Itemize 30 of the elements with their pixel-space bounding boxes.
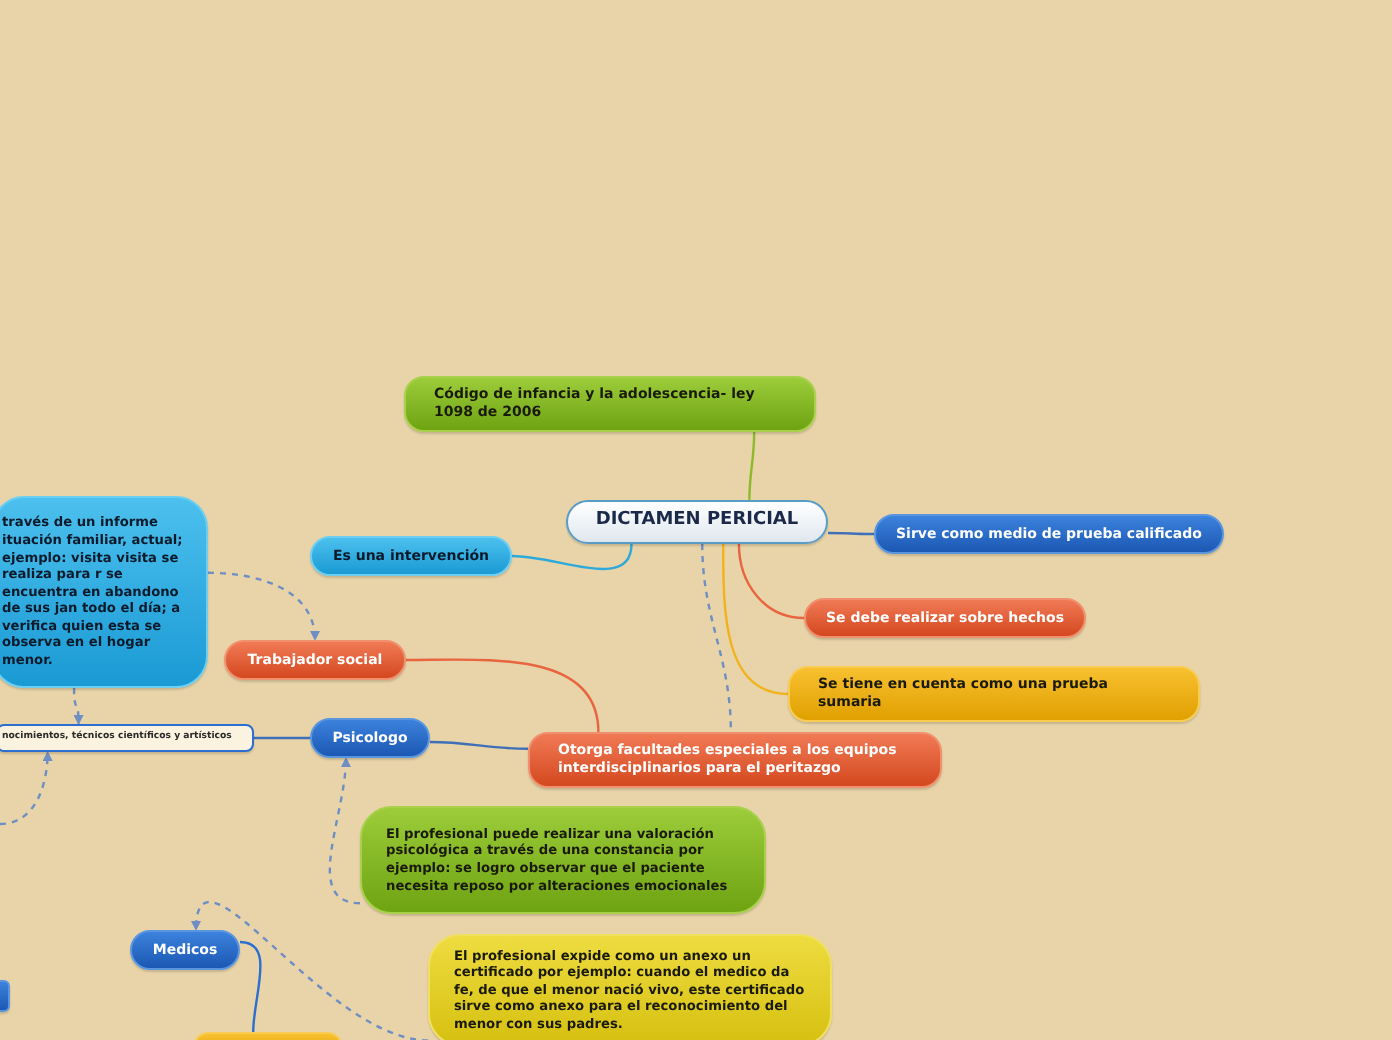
connector-line xyxy=(254,736,310,740)
topic-box xyxy=(804,598,1086,638)
arrow xyxy=(192,901,429,1040)
topic-box xyxy=(528,732,942,788)
topic-box xyxy=(310,536,512,576)
arrow xyxy=(328,757,361,905)
connector-line xyxy=(701,543,733,733)
central-topic xyxy=(566,500,828,544)
topic-box xyxy=(130,930,240,970)
topic-box xyxy=(874,514,1224,554)
connector-line xyxy=(737,543,805,620)
connector-line xyxy=(430,740,528,750)
connector-line xyxy=(828,531,874,536)
arrow xyxy=(0,751,53,826)
topic-box xyxy=(404,376,816,432)
connector-line xyxy=(406,658,600,733)
connector-line xyxy=(722,544,789,696)
connector-line xyxy=(239,940,262,1033)
topic-box xyxy=(788,666,1200,722)
topic-box xyxy=(310,718,430,758)
arrow xyxy=(207,571,320,641)
topic-box xyxy=(360,806,766,914)
connector-line xyxy=(511,543,633,571)
connector-line xyxy=(748,432,756,500)
topic-box xyxy=(428,934,832,1040)
topic-box xyxy=(0,496,208,688)
topic-box xyxy=(0,724,254,752)
topic-box xyxy=(224,640,406,680)
topic-text: DICTAMEN PERICIAL xyxy=(593,510,801,534)
arrow xyxy=(72,688,84,725)
